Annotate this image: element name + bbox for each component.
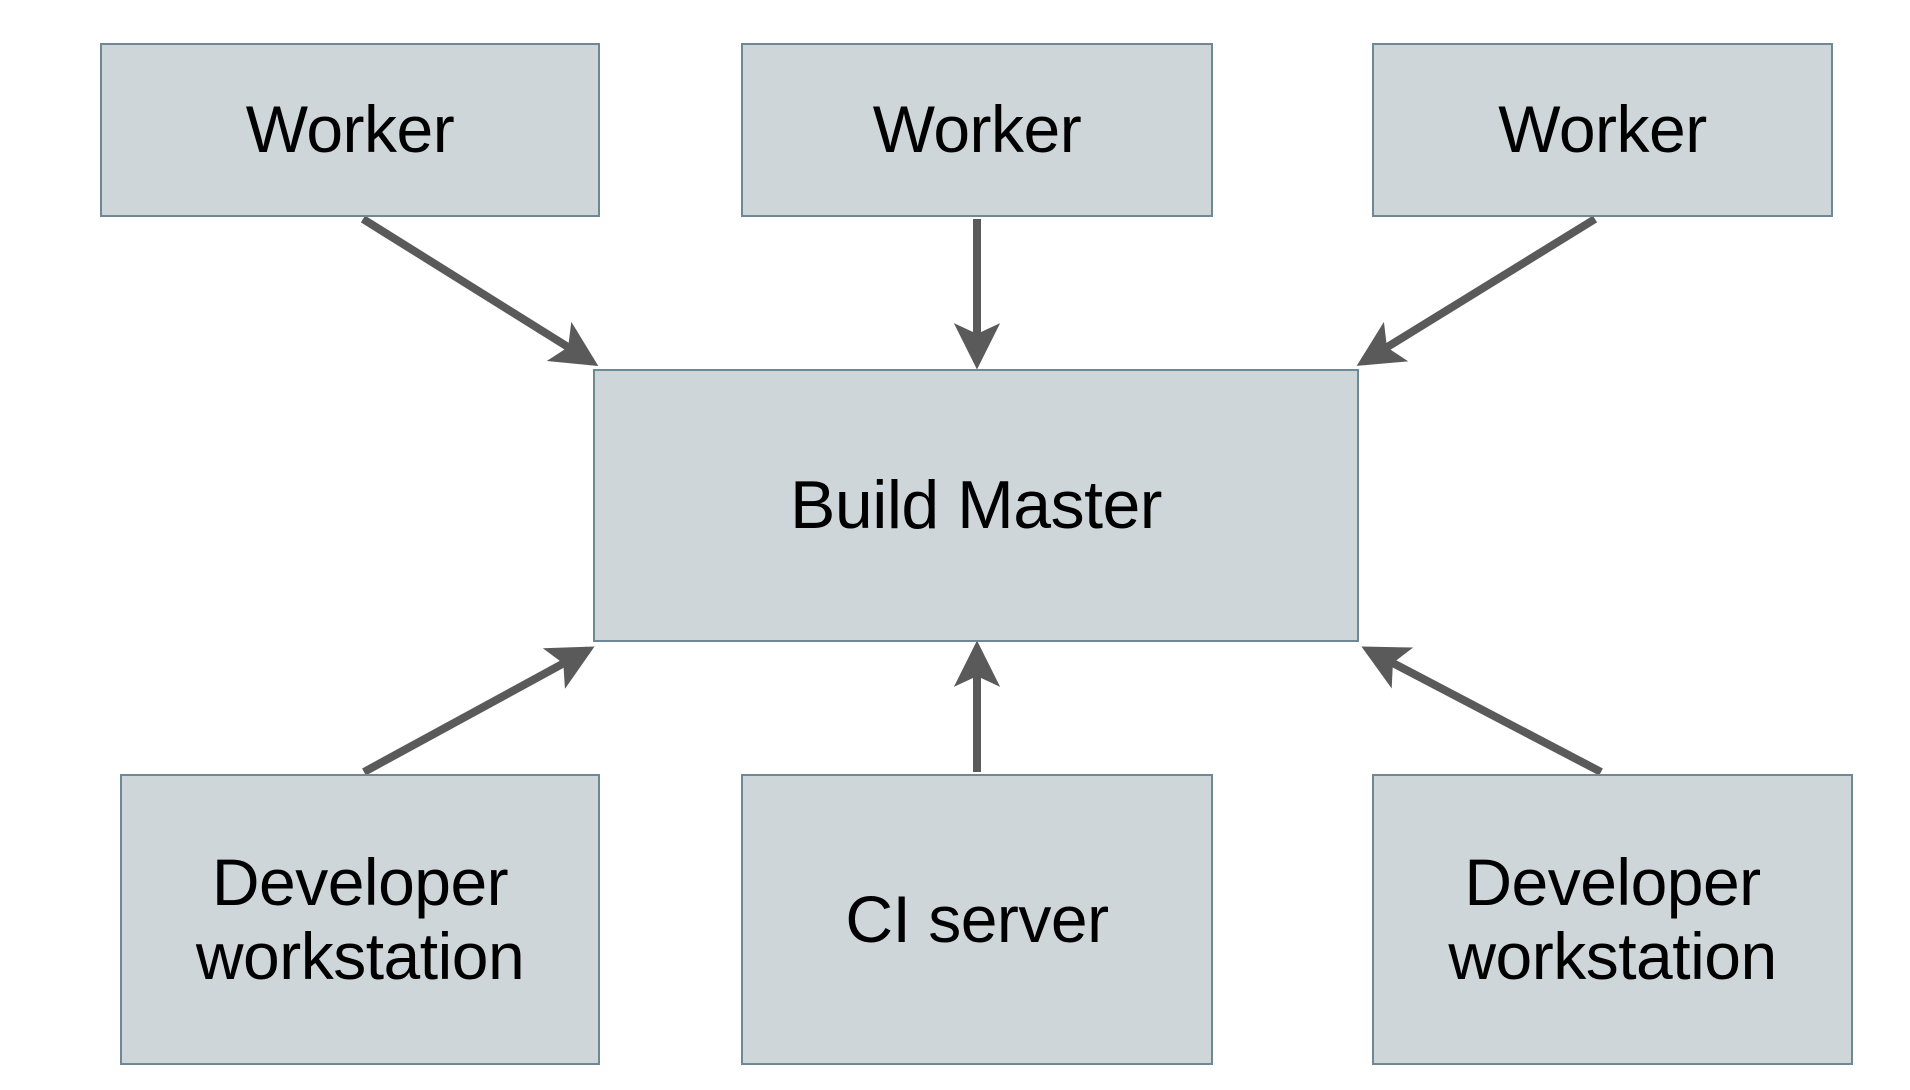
node-developer-workstation-right-label: Developer workstation <box>1448 844 1777 993</box>
node-worker-right-label: Worker <box>1498 92 1707 167</box>
edge-dev-left-to-master <box>362 646 595 776</box>
node-worker-left[interactable]: Worker <box>100 43 600 217</box>
node-build-master[interactable]: Build Master <box>593 369 1359 642</box>
node-developer-workstation-left[interactable]: Developer workstation <box>120 774 600 1065</box>
node-build-master-label: Build Master <box>790 467 1162 544</box>
edge-worker-right-to-master <box>1356 215 1598 366</box>
node-worker-mid-label: Worker <box>872 92 1082 167</box>
edge-dev-right-to-master <box>1361 646 1603 776</box>
node-developer-workstation-right[interactable]: Developer workstation <box>1372 774 1853 1065</box>
node-ci-server-label: CI server <box>845 881 1109 956</box>
node-developer-workstation-left-label: Developer workstation <box>195 844 525 993</box>
node-ci-server[interactable]: CI server <box>741 774 1213 1065</box>
node-worker-left-label: Worker <box>245 92 455 167</box>
node-worker-right[interactable]: Worker <box>1372 43 1833 217</box>
node-worker-mid[interactable]: Worker <box>741 43 1213 217</box>
edge-worker-left-to-master <box>360 215 599 366</box>
